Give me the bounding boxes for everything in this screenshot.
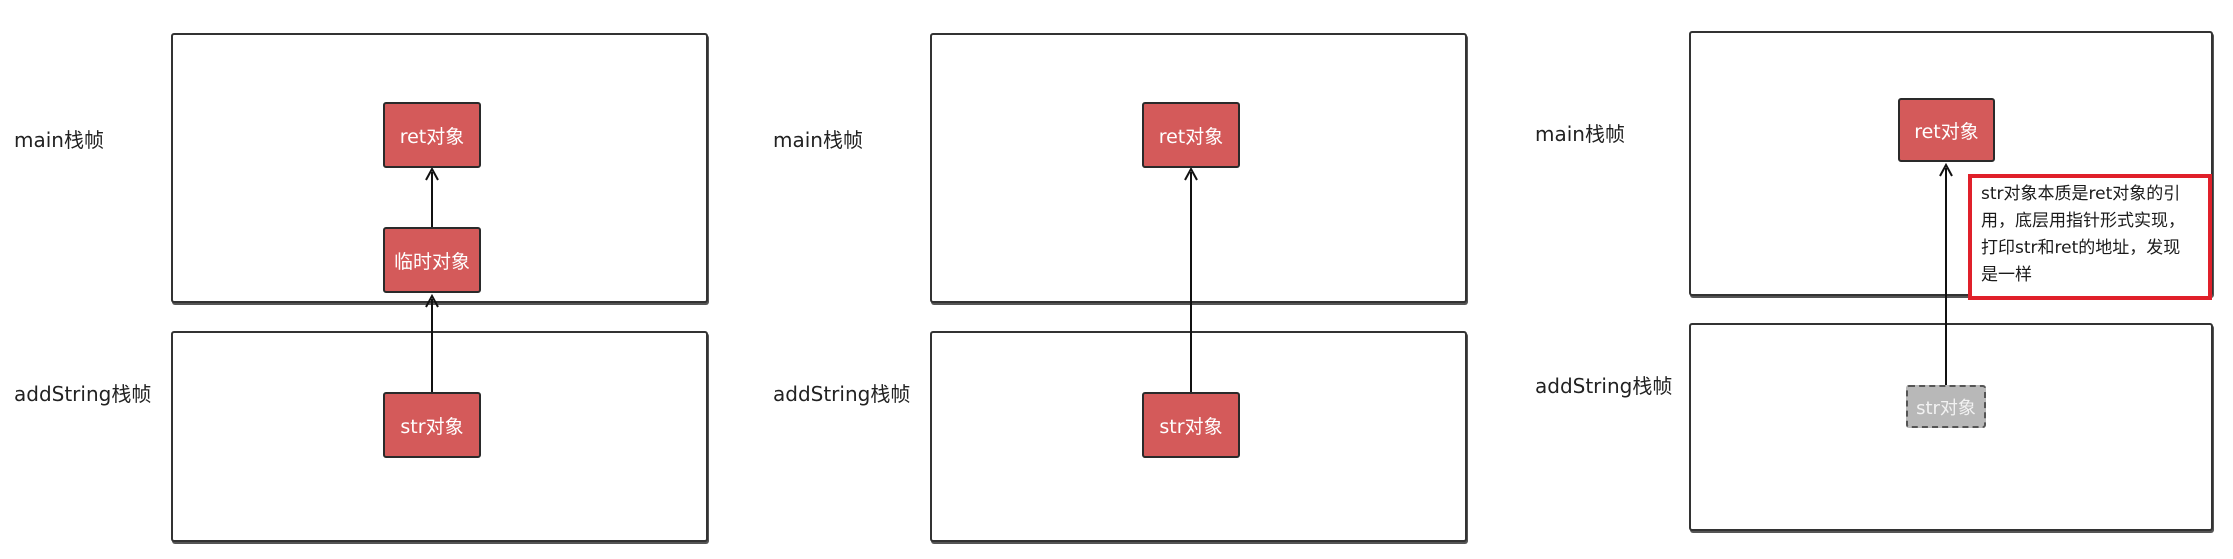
ret-object: ret对象 xyxy=(383,102,481,168)
main-stack-frame xyxy=(930,33,1467,303)
reference-explanation-note: str对象本质是ret对象的引 用，底层用指针形式实现， 打印str和ret的地… xyxy=(1968,174,2212,300)
str-object: str对象 xyxy=(1142,392,1240,458)
str-object-ghost: str对象 xyxy=(1906,385,1986,428)
ret-object: ret对象 xyxy=(1898,98,1995,162)
arrowhead xyxy=(425,166,439,181)
ret-object: ret对象 xyxy=(1142,102,1240,168)
note-line: 打印str和ret的地址，发现 xyxy=(1981,238,2181,258)
main-frame-label: main栈帧 xyxy=(773,128,863,152)
arrowhead xyxy=(1184,166,1198,181)
arrowhead xyxy=(425,293,439,308)
note-line: 用，底层用指针形式实现， xyxy=(1981,211,2185,231)
addstring-frame-label: addString栈帧 xyxy=(773,382,911,406)
arrowhead xyxy=(1939,162,1953,177)
main-frame-label: main栈帧 xyxy=(1535,122,1625,146)
main-frame-label: main栈帧 xyxy=(14,128,104,152)
temp-object: 临时对象 xyxy=(383,227,481,293)
note-line: str对象本质是ret对象的引 xyxy=(1981,184,2181,204)
str-object: str对象 xyxy=(383,392,481,458)
note-line: 是一样 xyxy=(1981,265,2032,285)
addstring-frame-label: addString栈帧 xyxy=(1535,374,1673,398)
addstring-frame-label: addString栈帧 xyxy=(14,382,152,406)
